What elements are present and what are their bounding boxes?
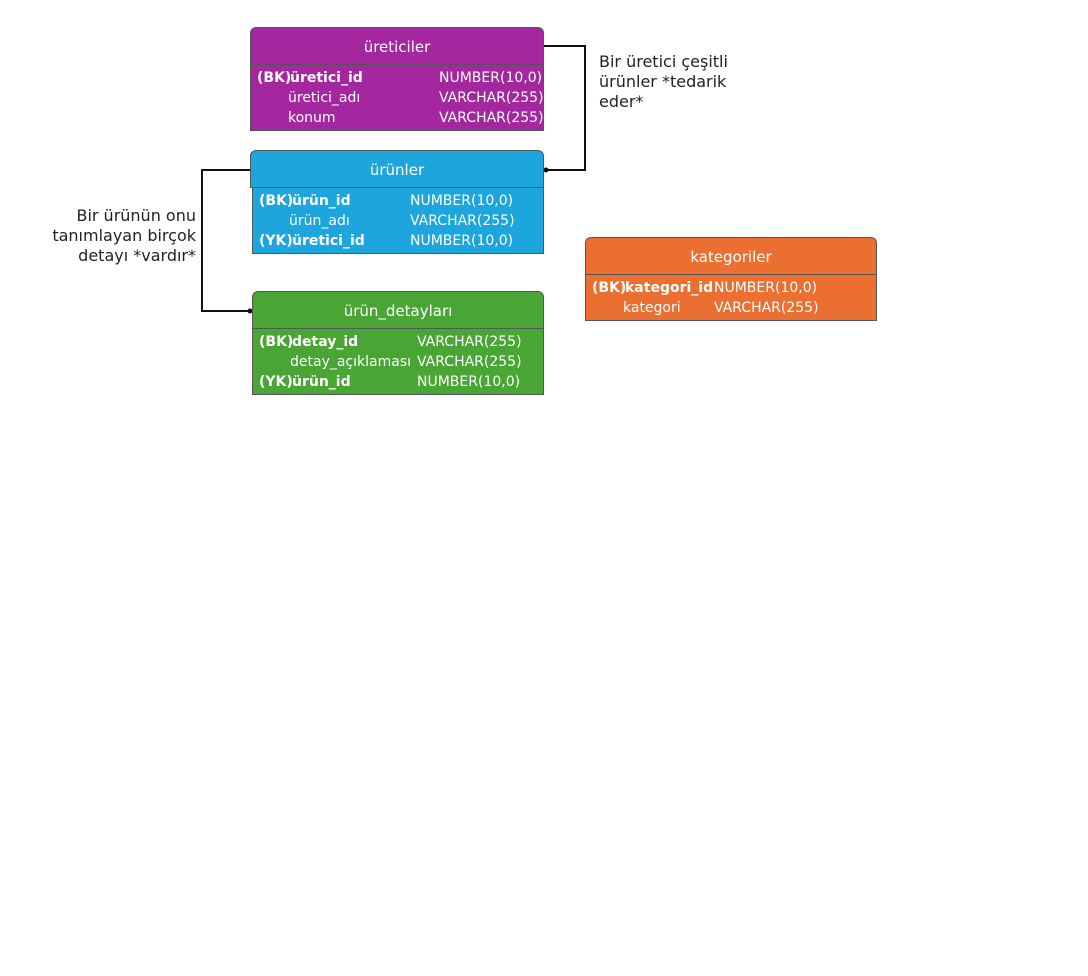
field-type: VARCHAR(255) [417, 354, 522, 370]
entity-urunler-fields: (BK) ürün_id NUMBER(10,0) ürün_adı VARCH… [252, 188, 544, 254]
entity-urunler[interactable]: ürünler (BK) ürün_id NUMBER(10,0) ürün_a… [250, 150, 544, 254]
foreign-key-marker: (YK) [259, 374, 293, 390]
field-row: (BK) ürün_id NUMBER(10,0) [259, 191, 543, 211]
field-name: ürün_adı [289, 213, 350, 229]
entity-ureticiler-fields: (BK) üretici_id NUMBER(10,0) üretici_adı… [250, 65, 544, 131]
connector-ureticiler-urunler [544, 45, 586, 171]
field-row: (BK) üretici_id NUMBER(10,0) [257, 68, 543, 88]
field-name: konum [288, 110, 336, 126]
entity-ureticiler[interactable]: üreticiler (BK) üretici_id NUMBER(10,0) … [250, 27, 544, 131]
connector-urunler-urun-detaylari [201, 169, 252, 312]
annotation-line: ürünler *tedarik [599, 72, 727, 91]
field-type: VARCHAR(255) [439, 110, 544, 126]
field-name: ürün_id [292, 193, 351, 209]
field-name: üretici_id [290, 70, 363, 86]
annotation-line: detayı *vardır* [78, 246, 196, 265]
entity-kategoriler[interactable]: kategoriler (BK) kategori_id NUMBER(10,0… [585, 237, 877, 321]
entity-kategoriler-title: kategoriler [585, 237, 877, 275]
field-row: ürün_adı VARCHAR(255) [259, 211, 543, 231]
field-name: üretici_id [292, 233, 365, 249]
field-row: detay_açıklaması VARCHAR(255) [259, 352, 543, 372]
field-type: NUMBER(10,0) [410, 193, 514, 209]
primary-key-marker: (BK) [592, 280, 627, 296]
relationship-annotation-urunler-urun-detaylari: Bir ürünün onu tanımlayan birçok detayı … [30, 206, 196, 266]
relationship-annotation-ureticiler-urunler: Bir üretici çeşitli ürünler *tedarik ede… [599, 52, 749, 112]
entity-urun-detaylari[interactable]: ürün_detayları (BK) detay_id VARCHAR(255… [252, 291, 544, 395]
annotation-line: eder* [599, 92, 644, 111]
entity-ureticiler-title: üreticiler [250, 27, 544, 65]
entity-urun-detaylari-fields: (BK) detay_id VARCHAR(255) detay_açıklam… [252, 329, 544, 395]
field-row: (YK) ürün_id NUMBER(10,0) [259, 372, 543, 392]
field-name: detay_id [292, 334, 359, 350]
connector-urunler-urun-detaylari-end [247, 308, 253, 314]
primary-key-marker: (BK) [259, 193, 294, 209]
field-type: VARCHAR(255) [439, 90, 544, 106]
field-type: NUMBER(10,0) [417, 374, 521, 390]
field-name: ürün_id [292, 374, 351, 390]
field-row: (YK) üretici_id NUMBER(10,0) [259, 231, 543, 251]
entity-urunler-title: ürünler [250, 150, 544, 188]
field-name: kategori [623, 300, 681, 316]
primary-key-marker: (BK) [259, 334, 294, 350]
field-type: NUMBER(10,0) [714, 280, 818, 296]
foreign-key-marker: (YK) [259, 233, 293, 249]
field-row: konum VARCHAR(255) [257, 108, 544, 128]
field-type: NUMBER(10,0) [410, 233, 514, 249]
annotation-line: tanımlayan birçok [52, 226, 196, 245]
connector-ureticiler-urunler-end [543, 167, 549, 173]
annotation-line: Bir üretici çeşitli [599, 52, 728, 71]
field-name: üretici_adı [288, 90, 361, 106]
field-type: VARCHAR(255) [410, 213, 515, 229]
field-name: detay_açıklaması [290, 354, 411, 370]
annotation-line: Bir ürünün onu [76, 206, 196, 225]
entity-kategoriler-fields: (BK) kategori_id NUMBER(10,0) kategori V… [585, 275, 877, 321]
primary-key-marker: (BK) [257, 70, 292, 86]
field-row: kategori VARCHAR(255) [592, 298, 876, 318]
field-row: (BK) detay_id VARCHAR(255) [259, 332, 543, 352]
field-name: kategori_id [625, 280, 714, 296]
field-row: (BK) kategori_id NUMBER(10,0) [592, 278, 876, 298]
field-row: üretici_adı VARCHAR(255) [257, 88, 544, 108]
field-type: VARCHAR(255) [714, 300, 819, 316]
field-type: VARCHAR(255) [417, 334, 522, 350]
entity-urun-detaylari-title: ürün_detayları [252, 291, 544, 329]
field-type: NUMBER(10,0) [439, 70, 543, 86]
